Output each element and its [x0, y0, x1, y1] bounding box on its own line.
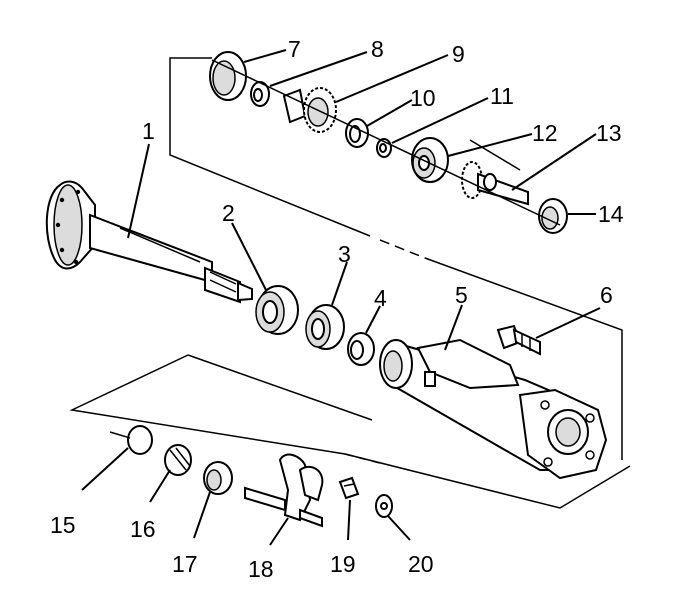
part-9-gear [282, 87, 337, 133]
callout-15: 15 [50, 512, 76, 538]
callout-4: 4 [374, 285, 387, 311]
callout-11: 11 [490, 83, 514, 109]
callout-12: 12 [532, 120, 558, 146]
part-8-ring [250, 81, 270, 107]
upper-group-frame [169, 57, 623, 460]
callout-7: 7 [288, 36, 301, 62]
part-2-bearing [255, 285, 299, 335]
part-5-housing [379, 338, 608, 480]
callout-3: 3 [338, 241, 351, 267]
part-6-bolt [496, 324, 541, 356]
part-1-axle-shaft [45, 180, 253, 304]
callout-10: 10 [410, 85, 436, 111]
callout-6: 6 [600, 282, 613, 308]
part-19-bolt [338, 476, 360, 500]
lower-group-frame [69, 354, 631, 509]
part-20-clip [375, 494, 393, 518]
part-15-spring-cap [109, 425, 153, 455]
part-12-hub [411, 137, 449, 183]
callout-2: 2 [222, 200, 235, 226]
part-13-gear-shaft [461, 161, 529, 206]
part-4-washer [347, 332, 375, 366]
callout-14: 14 [598, 201, 624, 227]
part-7-seal [209, 51, 247, 101]
callout-18: 18 [248, 556, 274, 582]
part-16-spring [164, 444, 192, 476]
upper-axis-line [211, 59, 561, 226]
callout-17: 17 [172, 551, 198, 577]
callout-8: 8 [371, 36, 384, 62]
leader-lines [81, 49, 601, 546]
callout-19: 19 [330, 551, 356, 577]
callout-16: 16 [130, 516, 156, 542]
part-3-bearing [305, 304, 345, 350]
callout-20: 20 [408, 551, 434, 577]
part-14-seal [538, 198, 568, 234]
callout-5: 5 [455, 282, 468, 308]
part-17-spacer [203, 461, 233, 495]
part-18-shift-fork [244, 453, 324, 528]
callout-1: 1 [142, 118, 155, 144]
callout-13: 13 [596, 120, 622, 146]
callout-9: 9 [452, 41, 465, 67]
